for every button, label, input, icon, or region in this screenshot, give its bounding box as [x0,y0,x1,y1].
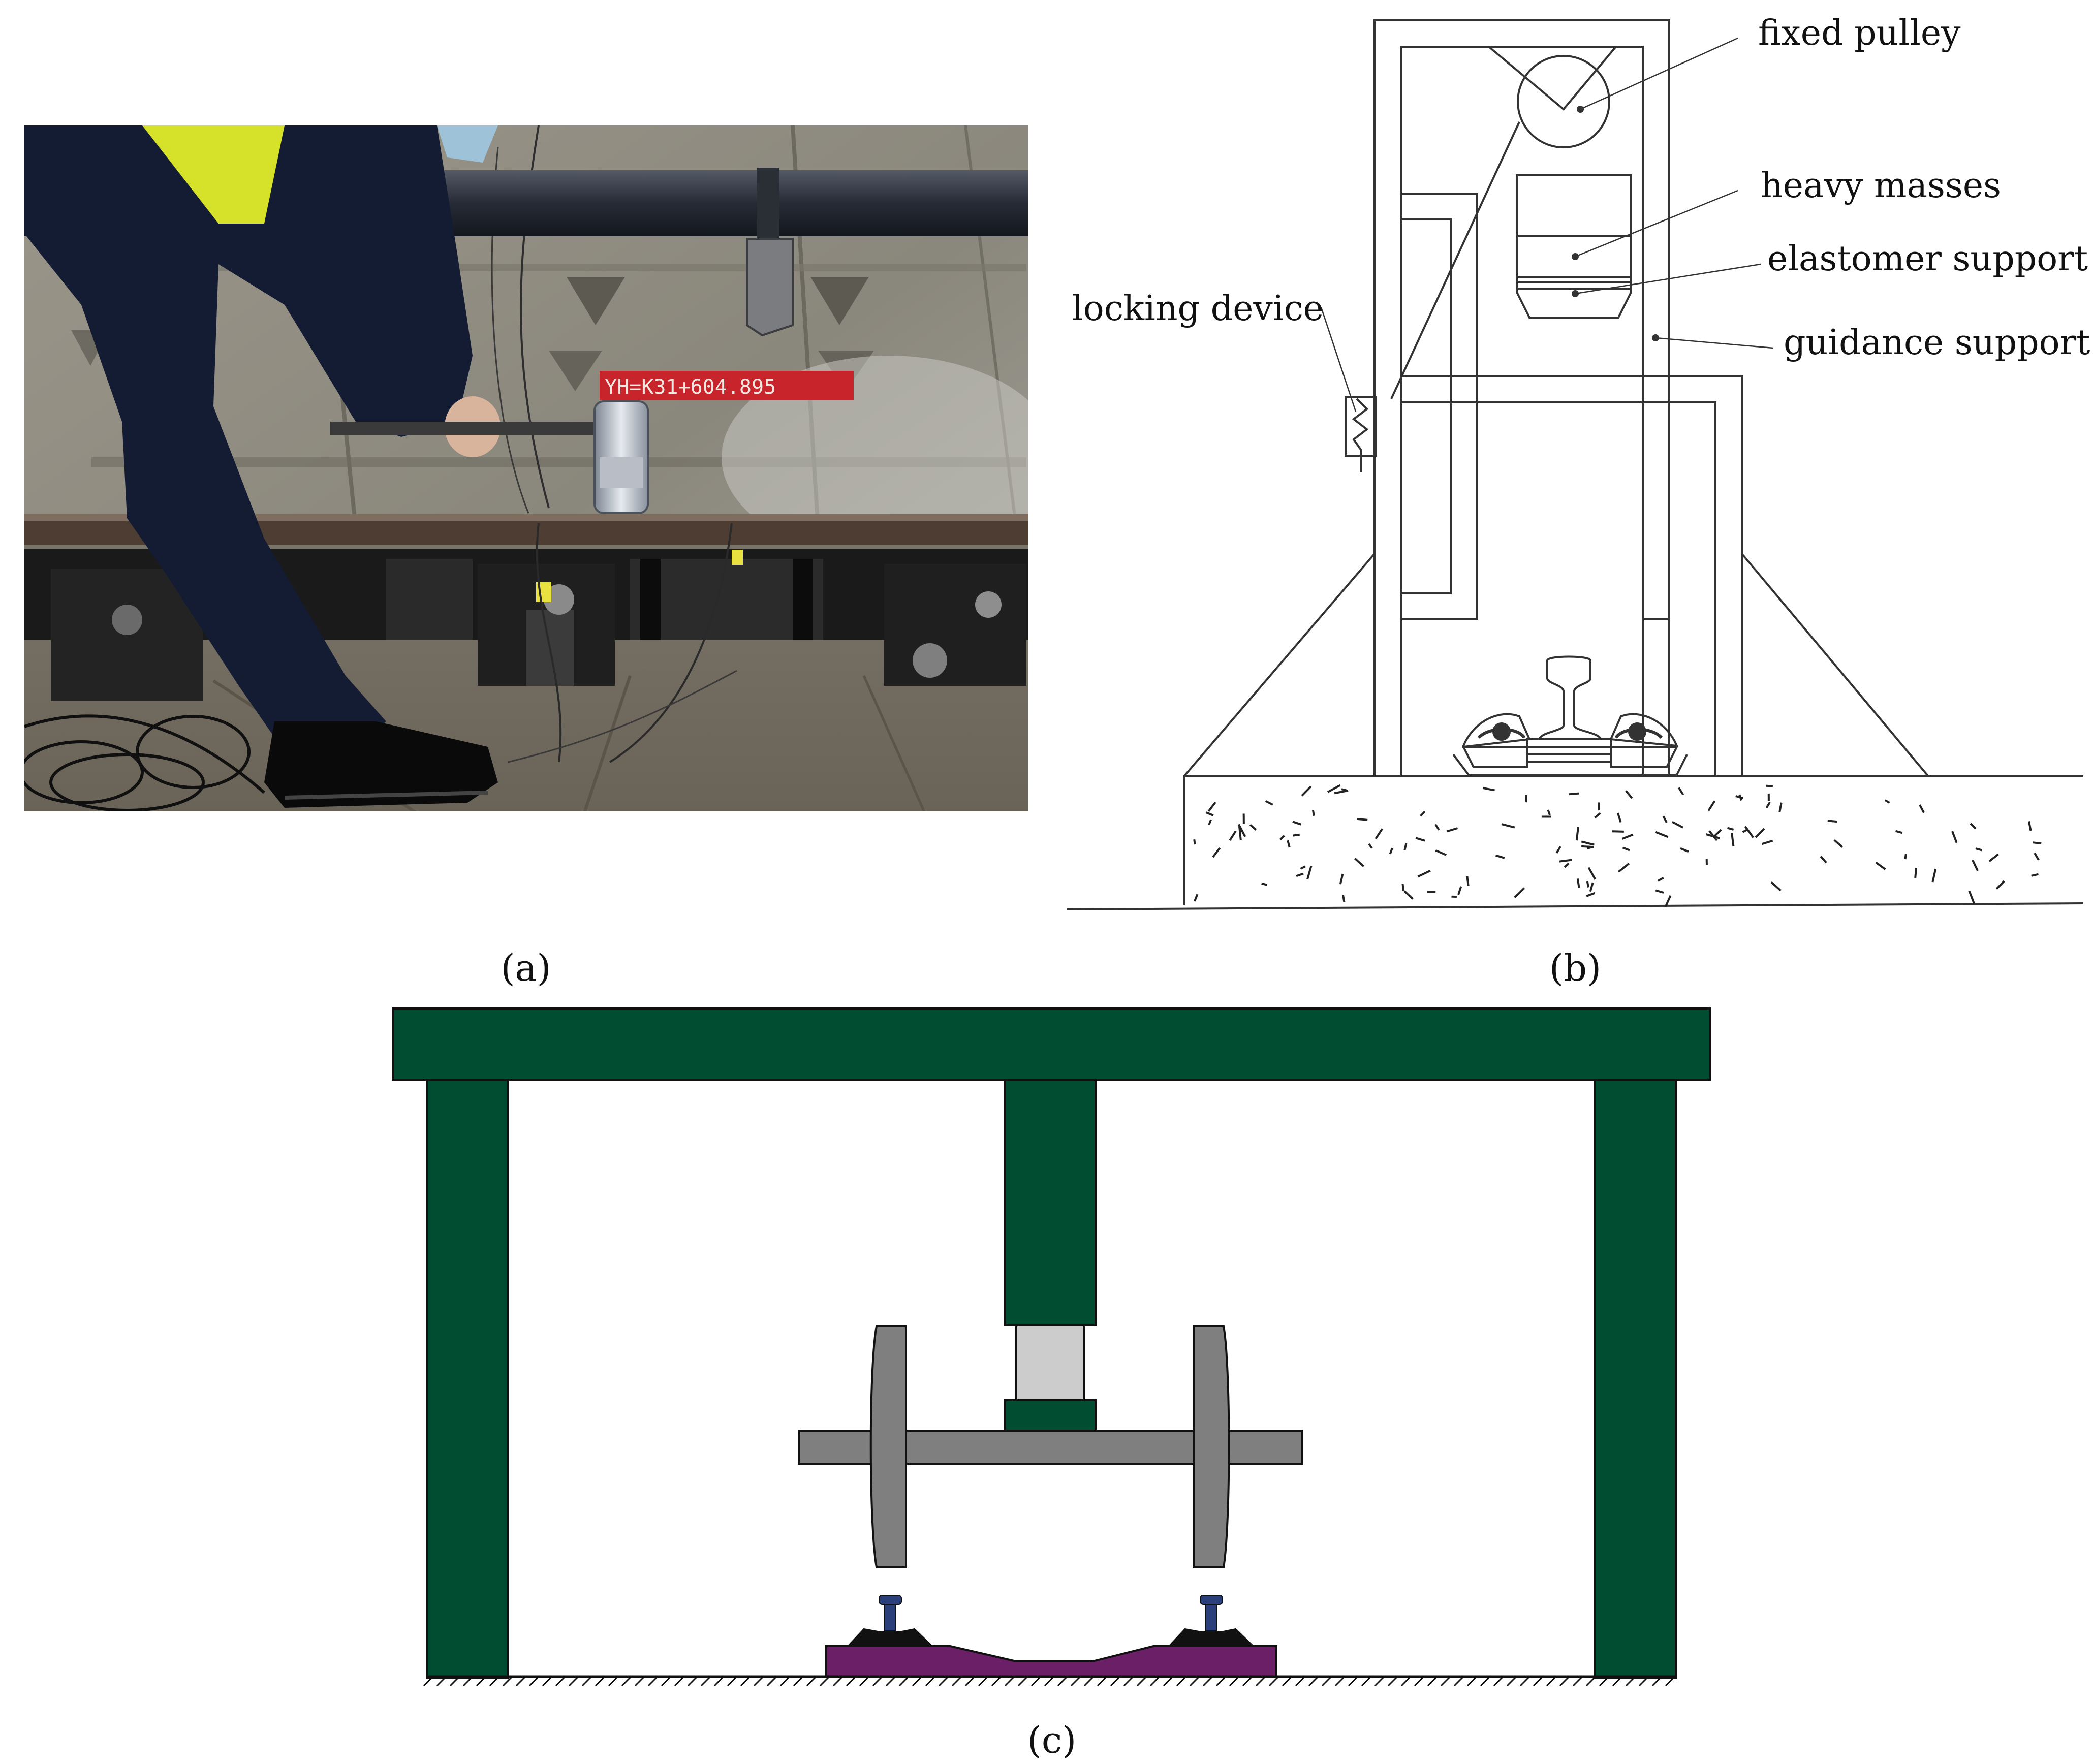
mileage-plate [600,371,854,400]
caption-a: (a) [501,947,551,989]
fixed-pulley [1517,55,1610,148]
impact-hammer [330,400,649,514]
panel-a-photo: YH=K31+604.895 [24,125,1028,811]
panel-b-labels: fixed pulley heavy masses elastomer supp… [1072,13,2090,363]
schematic-rail [1452,655,1688,776]
leader-guidance [1655,337,1774,349]
actuator-foot [1004,1399,1097,1432]
left-wheel [869,1325,907,1568]
top-beam [392,1007,1711,1081]
mileage-label: YH=K31+604.895 [605,375,776,399]
label-heavy-masses: heavy masses [1761,166,2001,206]
left-rail [846,1595,934,1647]
track-base-slab [825,1645,1277,1678]
actuator-ram [1004,1079,1097,1326]
heavy-masses [1516,174,1632,278]
leader-locking [1320,307,1357,412]
caption-c: (c) [1027,1719,1077,1761]
guidance-support-frame [1373,19,1670,777]
panel-b-schematic [1067,19,2084,910]
left-column [426,1079,509,1679]
pulley-cable [1390,121,1520,399]
label-locking-device: locking device [1072,289,1324,329]
locking-device [1345,396,1377,457]
worker-figure [24,125,501,808]
rail-fastener-group [51,564,1026,701]
leader-fixed-pulley [1580,37,1738,110]
panel-c-rails [846,1595,1255,1647]
label-elastomer-support: elastomer support [1767,239,2088,279]
load-cell-spacer [1015,1324,1085,1401]
label-guidance-support: guidance support [1784,323,2090,363]
right-column [1594,1079,1677,1679]
ground-line [1067,902,2084,910]
label-fixed-pulley: fixed pulley [1758,13,1961,53]
cable-bundle [24,714,265,811]
ground-hatch [423,1675,1676,1687]
caption-b: (b) [1549,947,1601,989]
right-wheel [1193,1325,1230,1568]
panel-c-test-rig [392,1007,1711,1679]
leader-heavy-masses [1575,190,1738,258]
concrete-texture [1193,784,2042,908]
right-rail [1167,1595,1255,1647]
leader-elastomer [1575,263,1761,295]
